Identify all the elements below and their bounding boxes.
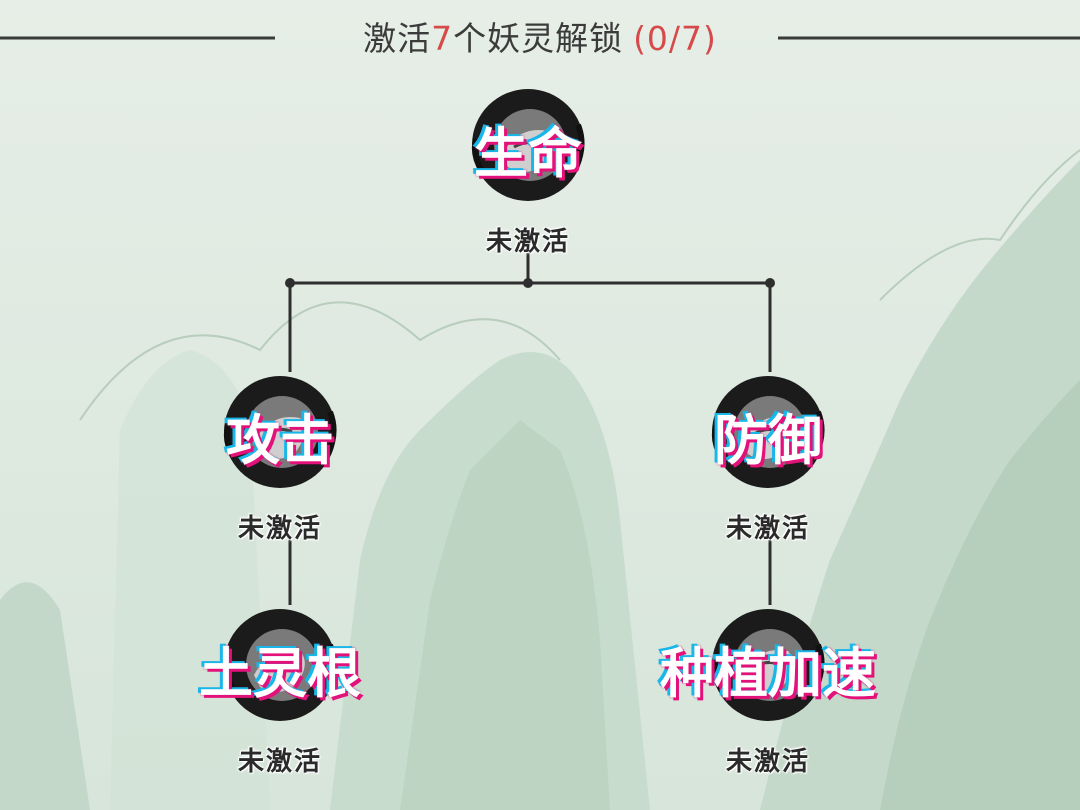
node-status: 未激活 <box>725 747 810 777</box>
node-label: 攻击 <box>226 409 334 472</box>
unlock-requirement-header: 激活7个妖灵解锁(0/7) <box>0 14 1080 64</box>
node-status: 未激活 <box>237 514 322 544</box>
ink-orb-icon <box>220 372 340 492</box>
skill-node-life[interactable]: 生命 未激活 <box>458 85 598 257</box>
header-count: 7 <box>431 19 454 58</box>
mountain-left <box>0 582 90 810</box>
node-label: 土灵根 <box>199 642 361 705</box>
header-suffix: 个妖灵解锁 <box>453 19 624 58</box>
node-status: 未激活 <box>485 227 570 257</box>
ink-orb-icon <box>468 85 588 205</box>
node-status: 未激活 <box>237 747 322 777</box>
node-label: 生命 <box>474 122 582 185</box>
node-label: 防御 <box>714 409 822 472</box>
skill-node-defense[interactable]: 防御 未激活 <box>698 372 838 544</box>
skill-node-planting-speed[interactable]: 种植加速 未激活 <box>660 605 876 777</box>
skill-node-earth-root[interactable]: 土灵根 未激活 <box>199 605 361 777</box>
node-label: 种植加速 <box>660 642 876 705</box>
ink-orb-icon <box>708 605 828 725</box>
header-progress: (0/7) <box>633 19 717 58</box>
ink-orb-icon <box>708 372 828 492</box>
header-prefix: 激活 <box>363 19 432 58</box>
skill-node-attack[interactable]: 攻击 未激活 <box>210 372 350 544</box>
ink-orb-icon <box>220 605 340 725</box>
node-status: 未激活 <box>725 514 810 544</box>
